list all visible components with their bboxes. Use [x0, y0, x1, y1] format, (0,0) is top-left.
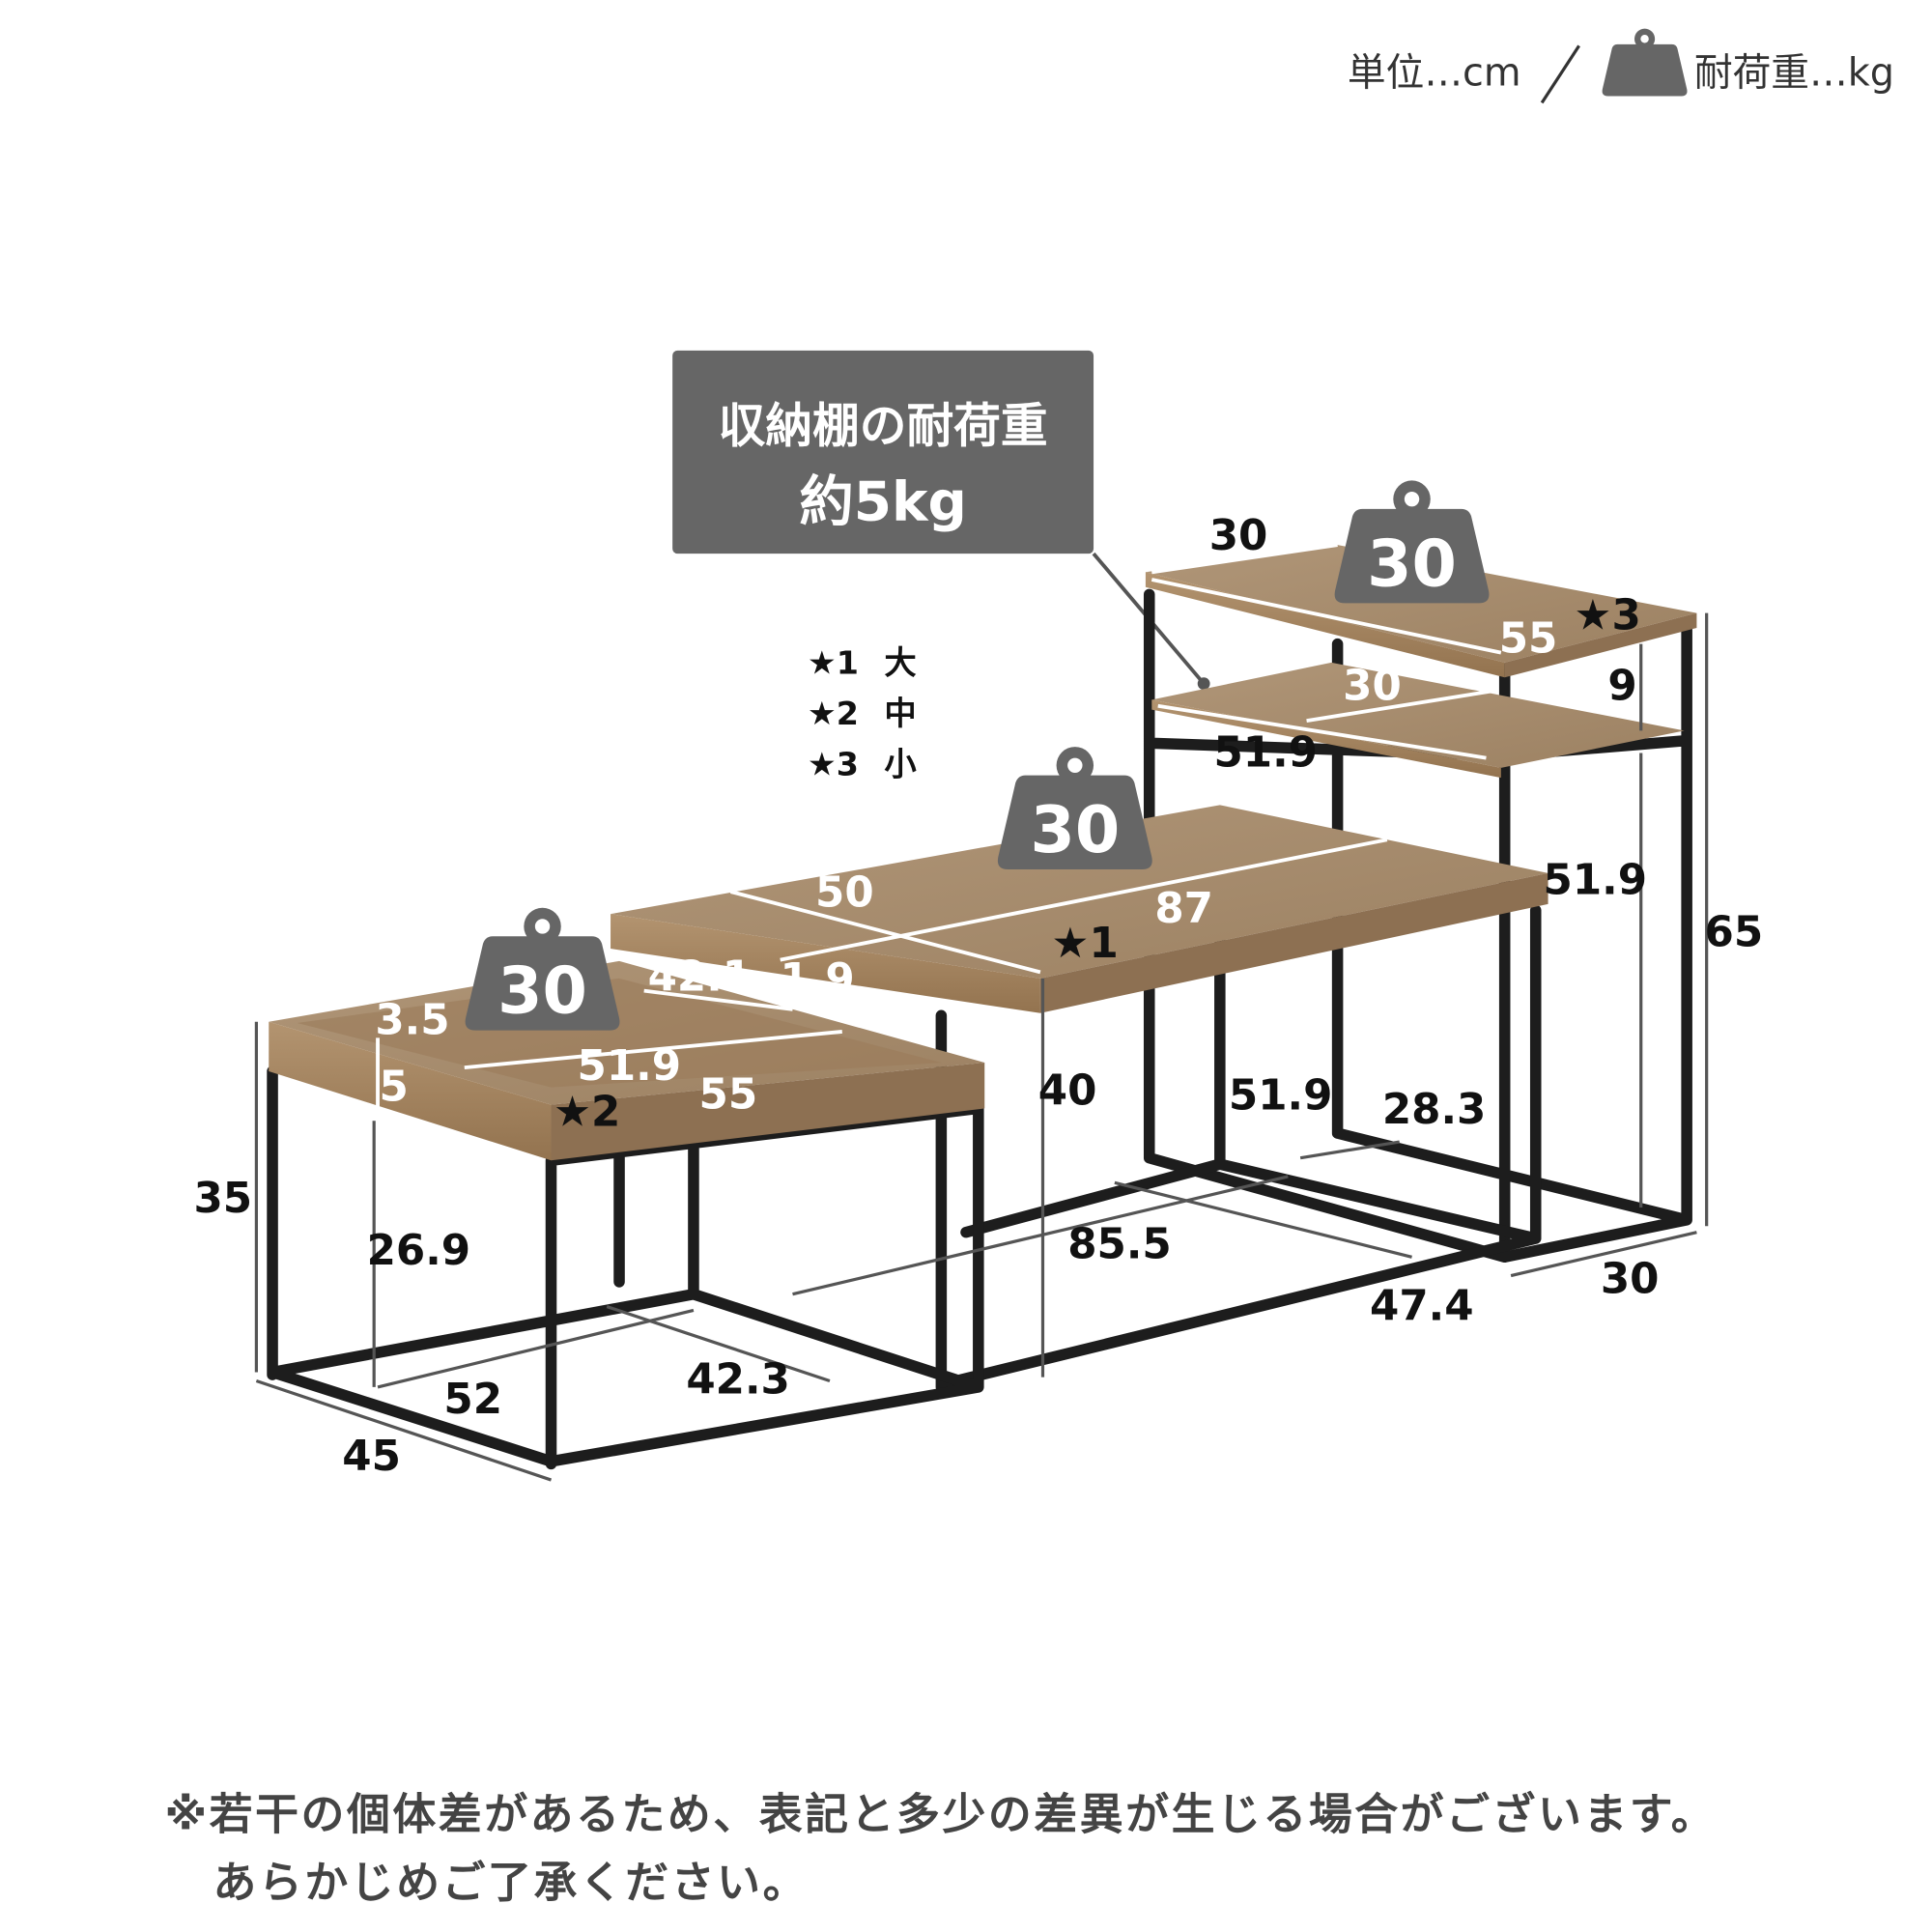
medium-table-load-badge: 30 [465, 907, 620, 1031]
star-label: ★3 [1574, 591, 1640, 639]
dim-label: 51.9 [578, 1042, 682, 1091]
large-table-load-badge: 30 [997, 747, 1152, 869]
star-label: ★1 [1051, 920, 1118, 968]
dim-line [1151, 578, 1502, 655]
large-table-top-front [611, 914, 1040, 1013]
dim-label: 42.1 [648, 953, 753, 1002]
legend-mark-1: ★1 [808, 643, 859, 681]
dim-line [464, 1030, 842, 1070]
size-legend: ★1 大 ★2 中 ★3 小 [808, 643, 917, 782]
large-table-top [611, 805, 1548, 979]
header-separator [1540, 44, 1580, 104]
dim-label: 47.4 [1370, 1283, 1474, 1331]
weight-icon [1602, 28, 1688, 97]
legend-size-1: 大 [884, 643, 916, 681]
dim-label: 40 [1038, 1067, 1097, 1116]
small-table-top-side [1504, 612, 1697, 678]
dim-line [1151, 543, 1338, 575]
unit-label: 単位…cm [1348, 50, 1521, 95]
dim-label: 5 [380, 1064, 409, 1112]
dim-line [729, 890, 1041, 975]
dim-label: 1.9 [781, 955, 855, 1004]
dim-line [255, 1378, 553, 1482]
dim-line [1510, 1231, 1697, 1278]
dim-line [780, 838, 1388, 962]
dim-line [1306, 689, 1493, 724]
legend-mark-2: ★2 [808, 695, 859, 732]
medium-table-top-side [551, 1063, 985, 1161]
dim-label: 51.9 [1544, 857, 1648, 905]
large-table [611, 805, 1548, 1393]
dim-line [377, 1308, 695, 1389]
dim-label: 35 [193, 1175, 252, 1223]
load-value: 30 [497, 953, 587, 1029]
legend-mark-3: ★3 [808, 746, 859, 783]
dim-label: 65 [1705, 908, 1764, 956]
dim-label: 55 [1499, 615, 1558, 664]
dim-line [1299, 1140, 1400, 1160]
dim-label: 51.9 [1213, 729, 1318, 778]
weight-label: 耐荷重…kg [1694, 50, 1894, 95]
callout-line1: 収納棚の耐荷重 [719, 400, 1048, 454]
dim-line [1114, 1180, 1412, 1259]
dim-line [643, 988, 793, 1011]
medium-table [267, 960, 985, 1470]
dim-label: 30 [1601, 1255, 1660, 1303]
large-table-top-side [1039, 872, 1548, 1013]
dim-label: 28.3 [1382, 1086, 1487, 1134]
footnote-line1: ※若干の個体差があるため、表記と多少の差異が生じる場合がございます。 [165, 1789, 1718, 1840]
dim-label: 87 [1154, 885, 1213, 933]
dim-label: 9 [1607, 662, 1636, 710]
legend-size-3: 小 [884, 746, 917, 783]
footnote-line2: あらかじめご了承ください。 [213, 1857, 810, 1908]
medium-table-top-front [269, 1021, 552, 1161]
star-label: ★2 [554, 1088, 620, 1136]
dim-label: 45 [342, 1433, 401, 1481]
footnote: ※若干の個体差があるため、表記と多少の差異が生じる場合がございます。 あらかじめ… [165, 1789, 1718, 1909]
dimension-lines [254, 543, 1709, 1482]
medium-table-tray [297, 978, 942, 1088]
dim-label: 42.3 [686, 1355, 790, 1404]
dim-label: 3.5 [375, 997, 449, 1045]
dimension-labels: 30 55 ★3 30 9 51.9 51.9 65 30 28.3 51.9 … [193, 512, 1763, 1481]
dim-label: 30 [1209, 512, 1268, 560]
callout-dot [1197, 677, 1210, 691]
callout-line2: 約5kg [799, 470, 967, 533]
dim-label: 26.9 [367, 1227, 471, 1275]
load-value: 30 [1367, 526, 1457, 601]
legend-size-2: 中 [884, 695, 916, 732]
header: 単位…cm 耐荷重…kg [1348, 28, 1894, 104]
medium-table-frame [267, 1065, 984, 1470]
dim-label: 51.9 [1229, 1072, 1333, 1121]
dim-line [606, 1305, 831, 1383]
dim-label: 30 [1343, 662, 1402, 710]
small-table-load-badge: 30 [1334, 480, 1490, 604]
large-table-frame [935, 904, 1542, 1393]
load-value: 30 [1030, 792, 1120, 867]
dim-label: 50 [815, 868, 874, 917]
small-table-top [1145, 545, 1697, 663]
dim-line [792, 1175, 1289, 1296]
shelf-load-callout: 収納棚の耐荷重 約5kg [672, 350, 1210, 691]
dim-label: 52 [443, 1376, 502, 1424]
dim-label: 55 [699, 1070, 758, 1119]
dim-label: 85.5 [1067, 1221, 1172, 1269]
small-table-shelf [1151, 662, 1685, 768]
dim-line [1157, 703, 1487, 760]
callout-box [672, 350, 1094, 554]
